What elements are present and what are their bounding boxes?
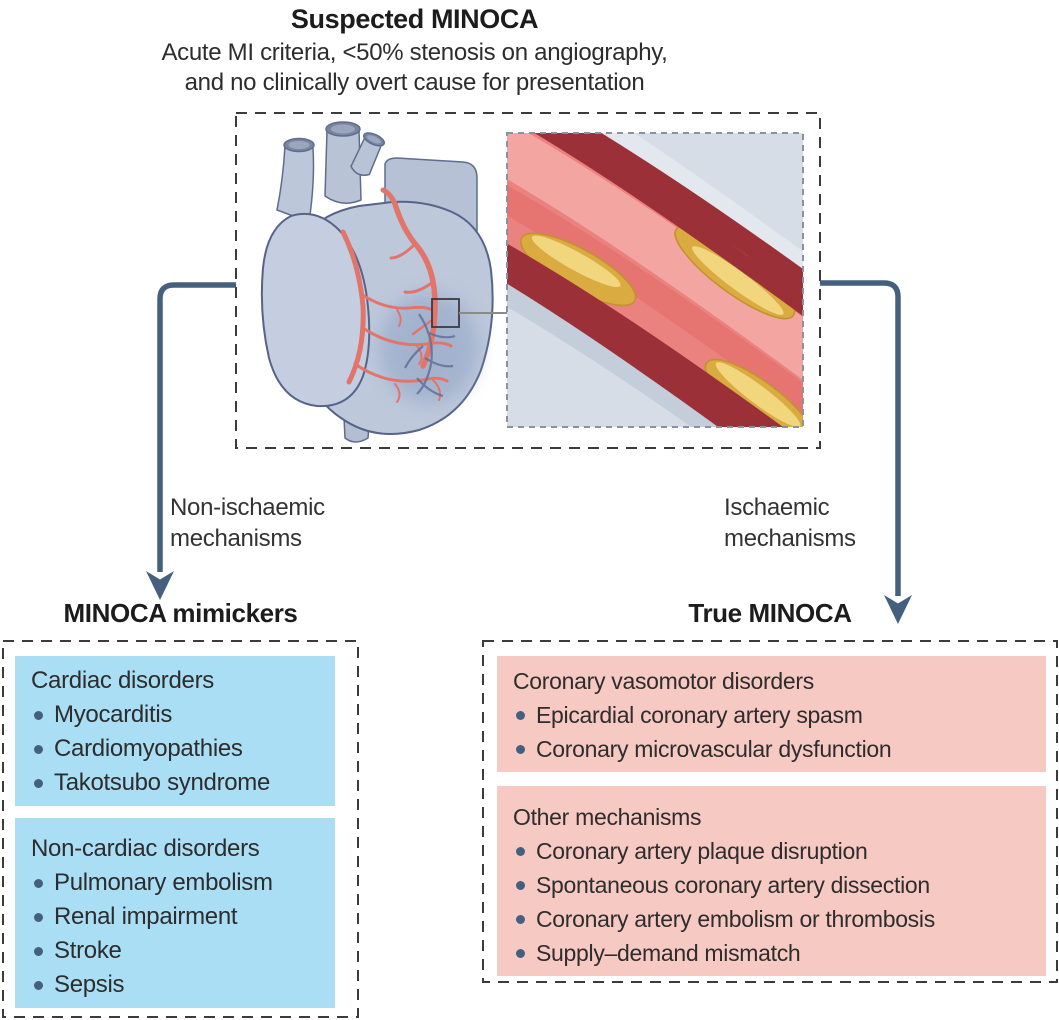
non-ischaemic-line-1: Non-ischaemic bbox=[170, 494, 325, 521]
cardiac-disorders-card: Cardiac disorders Myocarditis Cardiomyop… bbox=[15, 656, 335, 806]
heart-with-coronary-arteries-icon bbox=[260, 121, 494, 443]
artery-with-plaque-icon bbox=[507, 133, 803, 427]
figure-title: Suspected MINOCA bbox=[290, 4, 539, 34]
bullet-icon bbox=[516, 711, 525, 720]
list-item-text: Cardiomyopathies bbox=[54, 735, 243, 762]
list-item: Epicardial coronary artery spasm bbox=[513, 698, 1030, 732]
subtitle-line-1: Acute MI criteria, <50% stenosis on angi… bbox=[161, 39, 668, 66]
list-item-text: Pulmonary embolism bbox=[54, 869, 273, 896]
ischaemic-label: Ischaemic mechanisms bbox=[724, 492, 856, 554]
bullet-icon bbox=[34, 981, 43, 990]
vasomotor-disorders-list: Epicardial coronary artery spasm Coronar… bbox=[513, 698, 1030, 766]
bullet-icon bbox=[34, 745, 43, 754]
ischaemic-line-2: mechanisms bbox=[724, 525, 856, 552]
other-mechanisms-list: Coronary artery plaque disruption Sponta… bbox=[513, 834, 1030, 970]
arrowhead-down-icon bbox=[146, 571, 174, 600]
bullet-icon bbox=[516, 881, 525, 890]
list-item: Stroke bbox=[31, 934, 319, 968]
list-item-text: Sepsis bbox=[54, 971, 125, 998]
true-minoca-heading: True MINOCA bbox=[688, 598, 852, 628]
group-title: Other mechanisms bbox=[513, 804, 702, 830]
list-item-text: Coronary artery embolism or thrombosis bbox=[536, 906, 935, 932]
aorta-lumen bbox=[331, 124, 355, 134]
non-cardiac-disorders-list: Pulmonary embolism Renal impairment Stro… bbox=[31, 866, 319, 1002]
list-item: Coronary microvascular dysfunction bbox=[513, 732, 1030, 766]
bullet-icon bbox=[34, 779, 43, 788]
group-title: Cardiac disorders bbox=[31, 667, 214, 694]
non-ischaemic-label: Non-ischaemic mechanisms bbox=[170, 492, 325, 554]
list-item: Coronary artery embolism or thrombosis bbox=[513, 902, 1030, 936]
list-item: Supply–demand mismatch bbox=[513, 936, 1030, 970]
bullet-icon bbox=[34, 947, 43, 956]
list-item-text: Coronary microvascular dysfunction bbox=[536, 736, 892, 762]
figure-subtitle: Acute MI criteria, <50% stenosis on angi… bbox=[0, 38, 829, 98]
non-ischaemic-line-2: mechanisms bbox=[170, 525, 302, 552]
subtitle-line-2: and no clinically overt cause for presen… bbox=[184, 69, 645, 96]
list-item: Sepsis bbox=[31, 968, 319, 1002]
list-item: Spontaneous coronary artery dissection bbox=[513, 868, 1030, 902]
group-title: Non-cardiac disorders bbox=[31, 835, 260, 862]
bullet-icon bbox=[34, 913, 43, 922]
list-item: Takotsubo syndrome bbox=[31, 766, 319, 800]
list-item: Cardiomyopathies bbox=[31, 732, 319, 766]
bullet-icon bbox=[34, 879, 43, 888]
ischaemic-line-1: Ischaemic bbox=[724, 494, 830, 521]
mimickers-heading: MINOCA mimickers bbox=[63, 598, 298, 628]
list-item-text: Renal impairment bbox=[54, 903, 238, 930]
heart-illustration bbox=[247, 118, 505, 446]
bullet-icon bbox=[516, 847, 525, 856]
list-item-text: Takotsubo syndrome bbox=[54, 769, 271, 796]
other-mechanisms-card: Other mechanisms Coronary artery plaque … bbox=[497, 786, 1046, 976]
list-item: Pulmonary embolism bbox=[31, 866, 319, 900]
list-item: Renal impairment bbox=[31, 900, 319, 934]
list-item-text: Stroke bbox=[54, 937, 122, 964]
bullet-icon bbox=[516, 915, 525, 924]
non-cardiac-disorders-card: Non-cardiac disorders Pulmonary embolism… bbox=[15, 818, 335, 1008]
cardiac-disorders-list: Myocarditis Cardiomyopathies Takotsubo s… bbox=[31, 698, 319, 800]
list-item-text: Epicardial coronary artery spasm bbox=[536, 702, 863, 728]
ischaemic-arrow bbox=[820, 280, 912, 624]
vasomotor-disorders-card: Coronary vasomotor disorders Epicardial … bbox=[497, 656, 1046, 772]
svc-tube bbox=[276, 145, 315, 224]
list-item: Myocarditis bbox=[31, 698, 319, 732]
bullet-icon bbox=[34, 711, 43, 720]
list-item-text: Spontaneous coronary artery dissection bbox=[536, 872, 930, 898]
list-item-text: Coronary artery plaque disruption bbox=[536, 838, 868, 864]
svc-lumen bbox=[288, 141, 310, 149]
artery-inset bbox=[507, 133, 803, 427]
group-title: Coronary vasomotor disorders bbox=[513, 668, 814, 694]
bullet-icon bbox=[516, 745, 525, 754]
list-item-text: Myocarditis bbox=[54, 701, 173, 728]
bullet-icon bbox=[516, 949, 525, 958]
list-item: Coronary artery plaque disruption bbox=[513, 834, 1030, 868]
list-item-text: Supply–demand mismatch bbox=[536, 940, 801, 966]
